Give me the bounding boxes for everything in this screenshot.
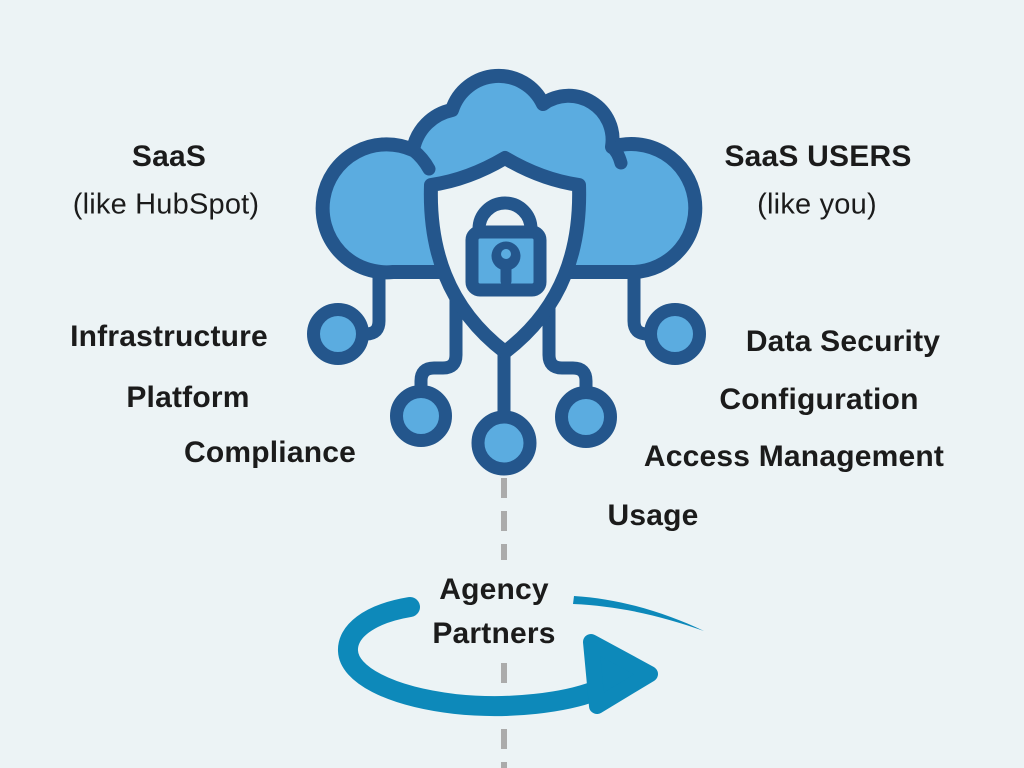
node-upper-right-icon	[644, 303, 706, 365]
node-bottom-center-icon	[471, 410, 537, 476]
shield-lock-icon	[423, 151, 587, 359]
circular-arrow-tail	[573, 596, 704, 631]
circular-arrow-head	[583, 634, 658, 714]
cloud-puff-notch-right	[605, 140, 628, 170]
padlock-icon	[465, 196, 547, 297]
left-heading-title: SaaS	[131, 140, 207, 173]
label-compliance: Compliance	[183, 436, 357, 469]
padlock-shackle	[472, 196, 538, 240]
network-node-icons	[307, 303, 706, 476]
circular-arrow-body	[338, 597, 605, 717]
right-heading-subtitle: (like you)	[757, 188, 877, 221]
label-configuration: Configuration	[719, 383, 919, 416]
left-heading-subtitle: (like HubSpot)	[72, 188, 260, 221]
bridge-label-line2: Partners	[432, 617, 556, 650]
label-usage: Usage	[607, 499, 699, 532]
label-infrastructure: Infrastructure	[70, 320, 268, 353]
circular-arrow-icon	[338, 596, 704, 717]
bridge-label-line1: Agency	[439, 573, 549, 606]
label-data-security: Data Security	[745, 325, 941, 358]
node-lower-left-icon	[390, 385, 452, 447]
cloud-network-icon	[307, 68, 706, 476]
connector-lower-right	[542, 281, 593, 396]
node-upper-left-icon	[307, 303, 369, 365]
label-platform: Platform	[126, 381, 250, 414]
padlock-keyhole-dot	[501, 249, 511, 259]
right-heading-title: SaaS USERS	[724, 140, 912, 173]
cloud-puff-notch-left	[406, 143, 436, 176]
connector-lower-left	[414, 281, 463, 395]
node-lower-right-icon	[555, 386, 617, 448]
label-access-management: Access Management	[643, 440, 945, 473]
bridge-label: Agency Partners	[432, 568, 555, 656]
